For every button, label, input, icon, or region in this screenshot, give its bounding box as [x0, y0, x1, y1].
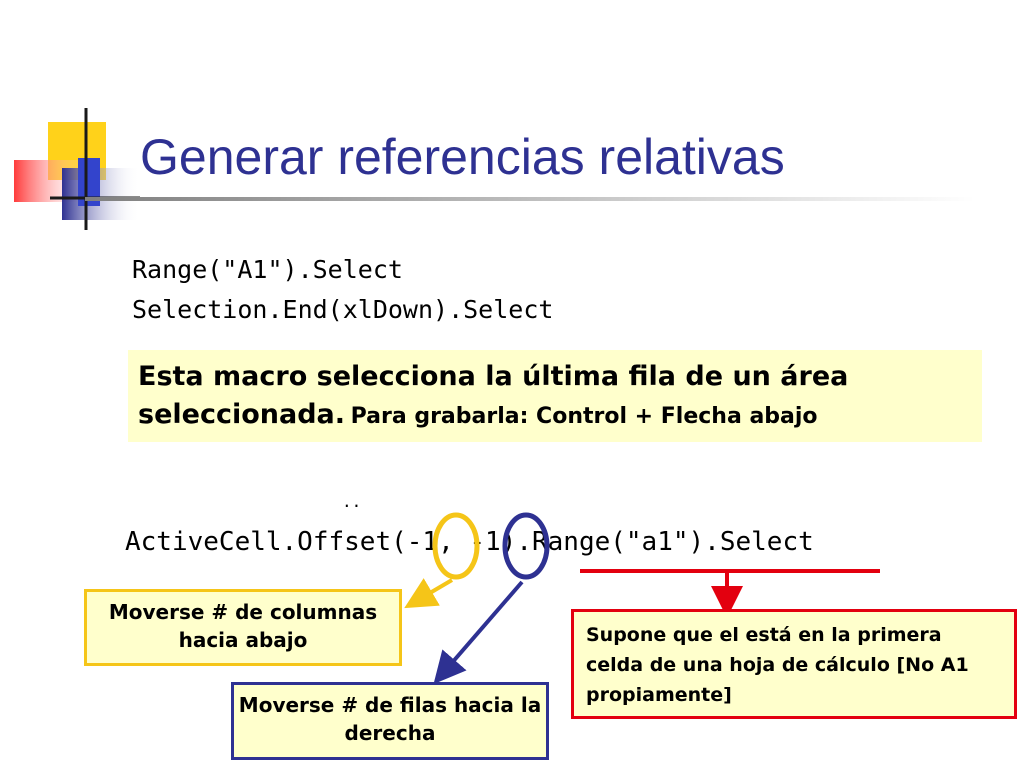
note-sub-text: Para grabarla: Control + Flecha abajo: [350, 404, 818, 429]
callout-cell: Supone que el está en la primera celda d…: [571, 609, 1017, 719]
callout-columns: Moverse # de columnas hacia abajo: [84, 589, 402, 666]
note-main-text: Esta macro selecciona la última fila de …: [138, 361, 849, 430]
yellow-circle-highlight: [432, 512, 480, 580]
dots-marker: ..: [342, 492, 362, 511]
code-line-selection-end: Selection.End(xlDown).Select: [132, 295, 554, 324]
yellow-arrow: [404, 578, 454, 609]
slide-title: Generar referencias relativas: [140, 129, 785, 185]
explanation-note: Esta macro selecciona la última fila de …: [128, 350, 982, 442]
title-underline: [85, 197, 975, 201]
blue-circle-highlight: [502, 512, 550, 580]
code-line-range-select: Range("A1").Select: [132, 255, 403, 284]
code-line-offset: ActiveCell.Offset(-1, -1).Range("a1").Se…: [125, 527, 814, 557]
callout-rows: Moverse # de filas hacia la derecha: [231, 682, 549, 760]
blue-arrow: [433, 580, 524, 685]
